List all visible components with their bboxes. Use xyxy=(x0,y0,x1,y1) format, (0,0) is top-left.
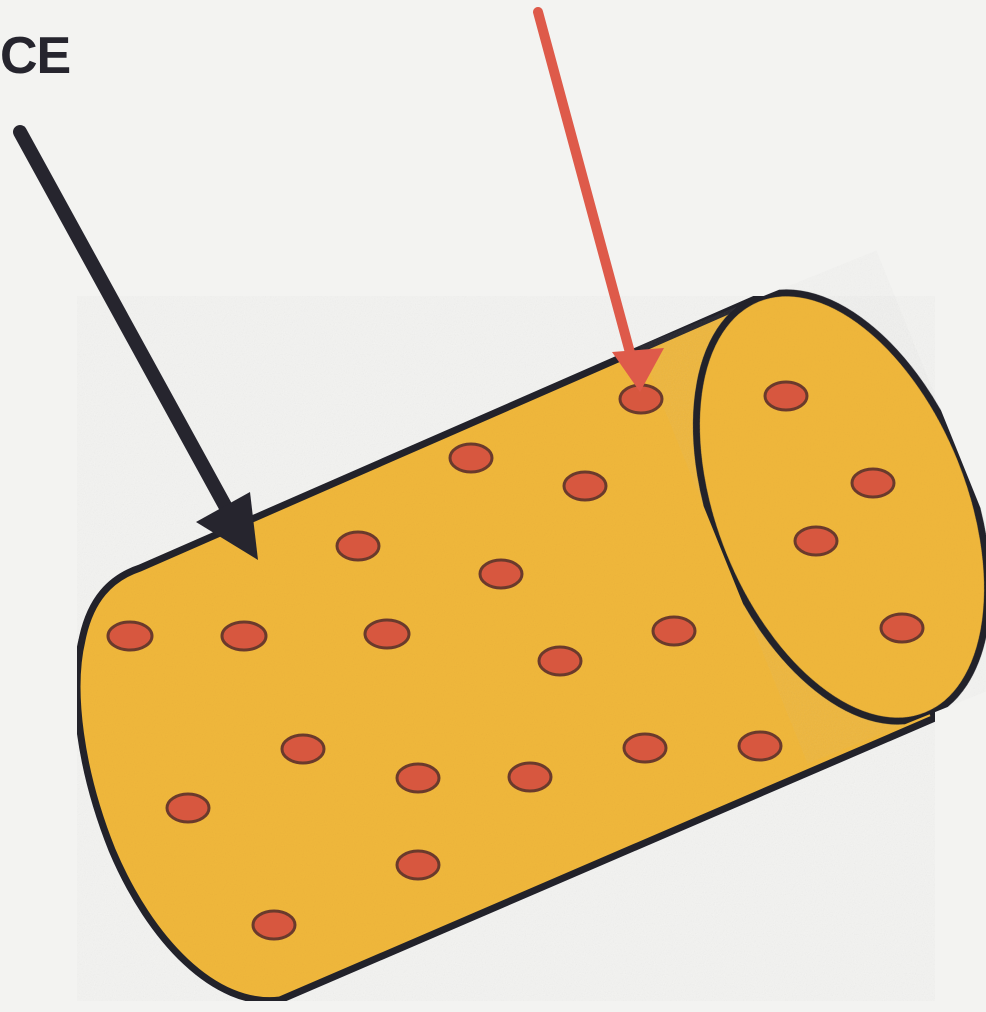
partial-label: CE xyxy=(0,30,70,82)
dot xyxy=(539,647,581,675)
dot xyxy=(564,472,606,500)
dot xyxy=(365,620,409,648)
dot xyxy=(167,794,209,822)
dot xyxy=(337,532,379,560)
dot xyxy=(450,444,492,472)
dot xyxy=(397,764,439,792)
arrow-down-icon xyxy=(538,12,664,392)
dot xyxy=(795,527,837,555)
dot xyxy=(222,622,266,650)
dot xyxy=(282,735,324,763)
dot xyxy=(397,851,439,879)
dot xyxy=(739,732,781,760)
dot xyxy=(108,622,152,650)
dot xyxy=(509,763,551,791)
dot xyxy=(480,560,522,588)
dot xyxy=(881,614,923,642)
dot xyxy=(624,734,666,762)
dot xyxy=(653,617,695,645)
dot xyxy=(852,469,894,497)
arrow-down-right-icon xyxy=(20,132,258,560)
dot xyxy=(765,382,807,410)
dot xyxy=(253,911,295,939)
